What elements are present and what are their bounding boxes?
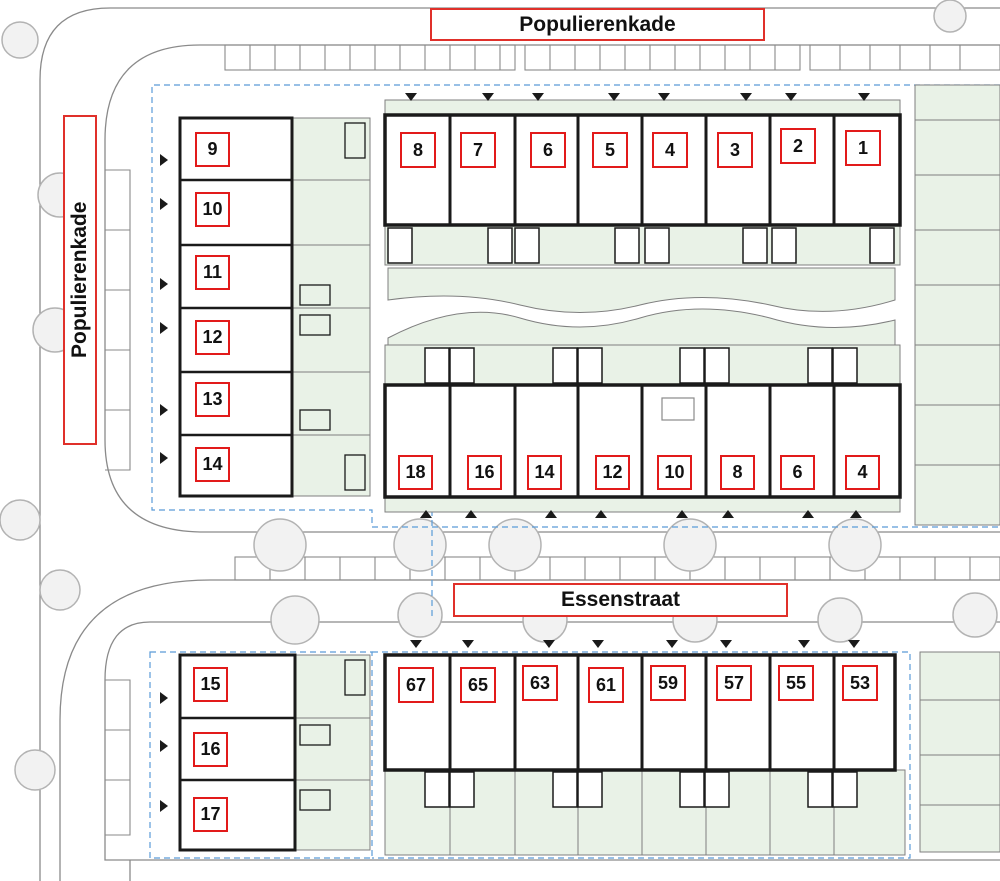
parking-bays	[105, 44, 1000, 836]
entrance-markers	[160, 93, 870, 812]
house-number: 67	[398, 667, 434, 703]
house-number: 9	[195, 132, 230, 167]
house-number: 63	[522, 665, 558, 701]
house-number: 2	[780, 128, 816, 164]
middle-row-block	[383, 344, 902, 513]
house-number: 11	[195, 255, 230, 290]
house-number: 4	[652, 132, 688, 168]
house-number: 13	[195, 382, 230, 417]
top-row-block	[383, 99, 902, 266]
house-number: 18	[398, 455, 433, 490]
left-top-block	[178, 116, 371, 498]
east-gardens	[914, 84, 1000, 853]
house-number: 65	[460, 667, 496, 703]
house-number: 61	[588, 667, 624, 703]
house-number: 6	[530, 132, 566, 168]
bottom-row-block	[383, 653, 906, 856]
house-number: 8	[400, 132, 436, 168]
house-number: 14	[195, 447, 230, 482]
house-number: 16	[467, 455, 502, 490]
house-number: 7	[460, 132, 496, 168]
house-number: 6	[780, 455, 815, 490]
house-number: 12	[595, 455, 630, 490]
house-number: 59	[650, 665, 686, 701]
house-number: 1	[845, 130, 881, 166]
house-number: 55	[778, 665, 814, 701]
courtyard	[387, 267, 896, 346]
house-number: 10	[195, 192, 230, 227]
house-number: 3	[717, 132, 753, 168]
house-number: 14	[527, 455, 562, 490]
house-number: 8	[720, 455, 755, 490]
house-number: 12	[195, 320, 230, 355]
house-number: 15	[193, 667, 228, 702]
street-label-populierenkade-left: Populierenkade	[63, 115, 97, 445]
house-number: 5	[592, 132, 628, 168]
house-number: 17	[193, 797, 228, 832]
house-number: 4	[845, 455, 880, 490]
plot-boundaries	[149, 84, 1000, 859]
house-number: 57	[716, 665, 752, 701]
street-label-essenstraat: Essenstraat	[453, 583, 788, 617]
house-number: 53	[842, 665, 878, 701]
house-number: 10	[657, 455, 692, 490]
street-label-populierenkade-top: Populierenkade	[430, 8, 765, 41]
house-number: 16	[193, 732, 228, 767]
